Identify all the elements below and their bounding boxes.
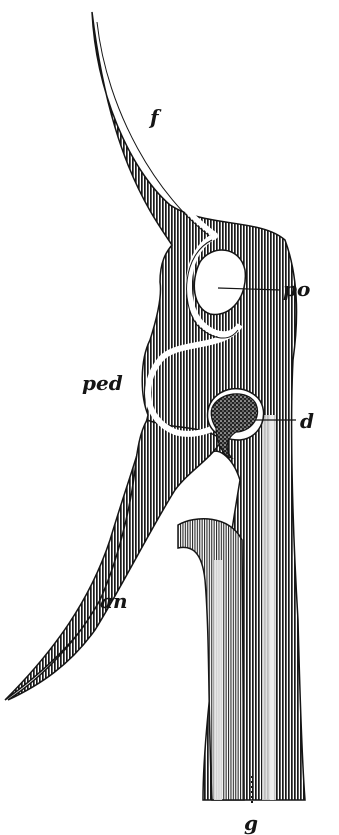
- anal-process: [8, 420, 222, 700]
- column-highlight-2: [270, 415, 274, 800]
- label-an: an: [100, 589, 128, 613]
- gut-tube: [178, 519, 244, 800]
- label-po: po: [283, 277, 310, 301]
- label-g: g: [244, 811, 258, 835]
- label-d: d: [300, 409, 314, 433]
- label-ped: ped: [82, 371, 123, 395]
- label-f: f: [148, 105, 162, 129]
- gut-highlight: [214, 560, 222, 800]
